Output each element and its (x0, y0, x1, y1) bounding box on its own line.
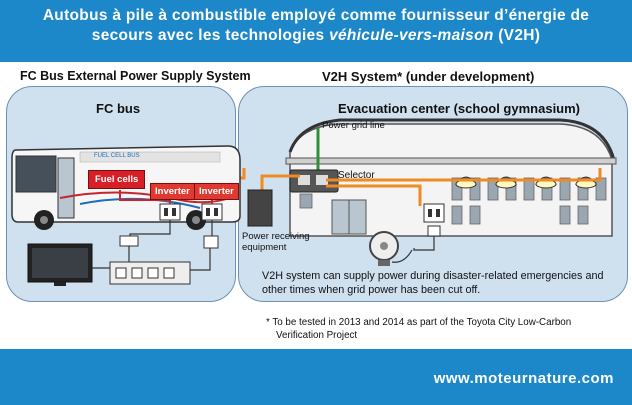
selector-label: Selector (338, 170, 375, 181)
right-system-label: V2H System* (under development) (322, 69, 535, 84)
electric-fan (369, 231, 413, 266)
left-system-label: FC Bus External Power Supply System (20, 69, 251, 83)
site-credit: www.moteurnature.com (433, 370, 614, 387)
appliance-cords (92, 220, 213, 271)
bottom-banner (0, 349, 632, 405)
title-line-2: secours avec les technologies véhicule-v… (91, 27, 541, 44)
power-receiving-label-1: Power receiving (242, 231, 310, 242)
footnote-line-1: * To be tested in 2013 and 2014 as part … (266, 317, 572, 328)
inverter-box-1: Inverter (150, 183, 195, 200)
evacuation-center-title: Evacuation center (school gymnasium) (338, 101, 581, 116)
power-grid-line-label: Power grid line (322, 120, 385, 131)
fuel-cells-box: Fuel cells (88, 170, 146, 189)
building-outlet (413, 203, 445, 251)
footnote: * To be tested in 2013 and 2014 as part … (266, 317, 616, 342)
television (27, 243, 93, 286)
footnote-line-2: Verification Project (276, 329, 358, 341)
v2h-description: V2H system can supply power during disas… (262, 270, 604, 296)
inverter-box-2: Inverter (194, 183, 239, 200)
power-strip (109, 235, 219, 285)
title-banner (0, 0, 632, 62)
title-line-1: Autobus à pile à combustible employé com… (42, 7, 590, 24)
power-receiving-label-2: equipment (242, 242, 287, 253)
bus-sign: FUEL CELL BUS (94, 153, 140, 159)
power-receiving-unit (247, 189, 273, 227)
fc-bus-title: FC bus (96, 101, 141, 116)
page-title: Autobus à pile à combustible employé com… (0, 6, 632, 46)
